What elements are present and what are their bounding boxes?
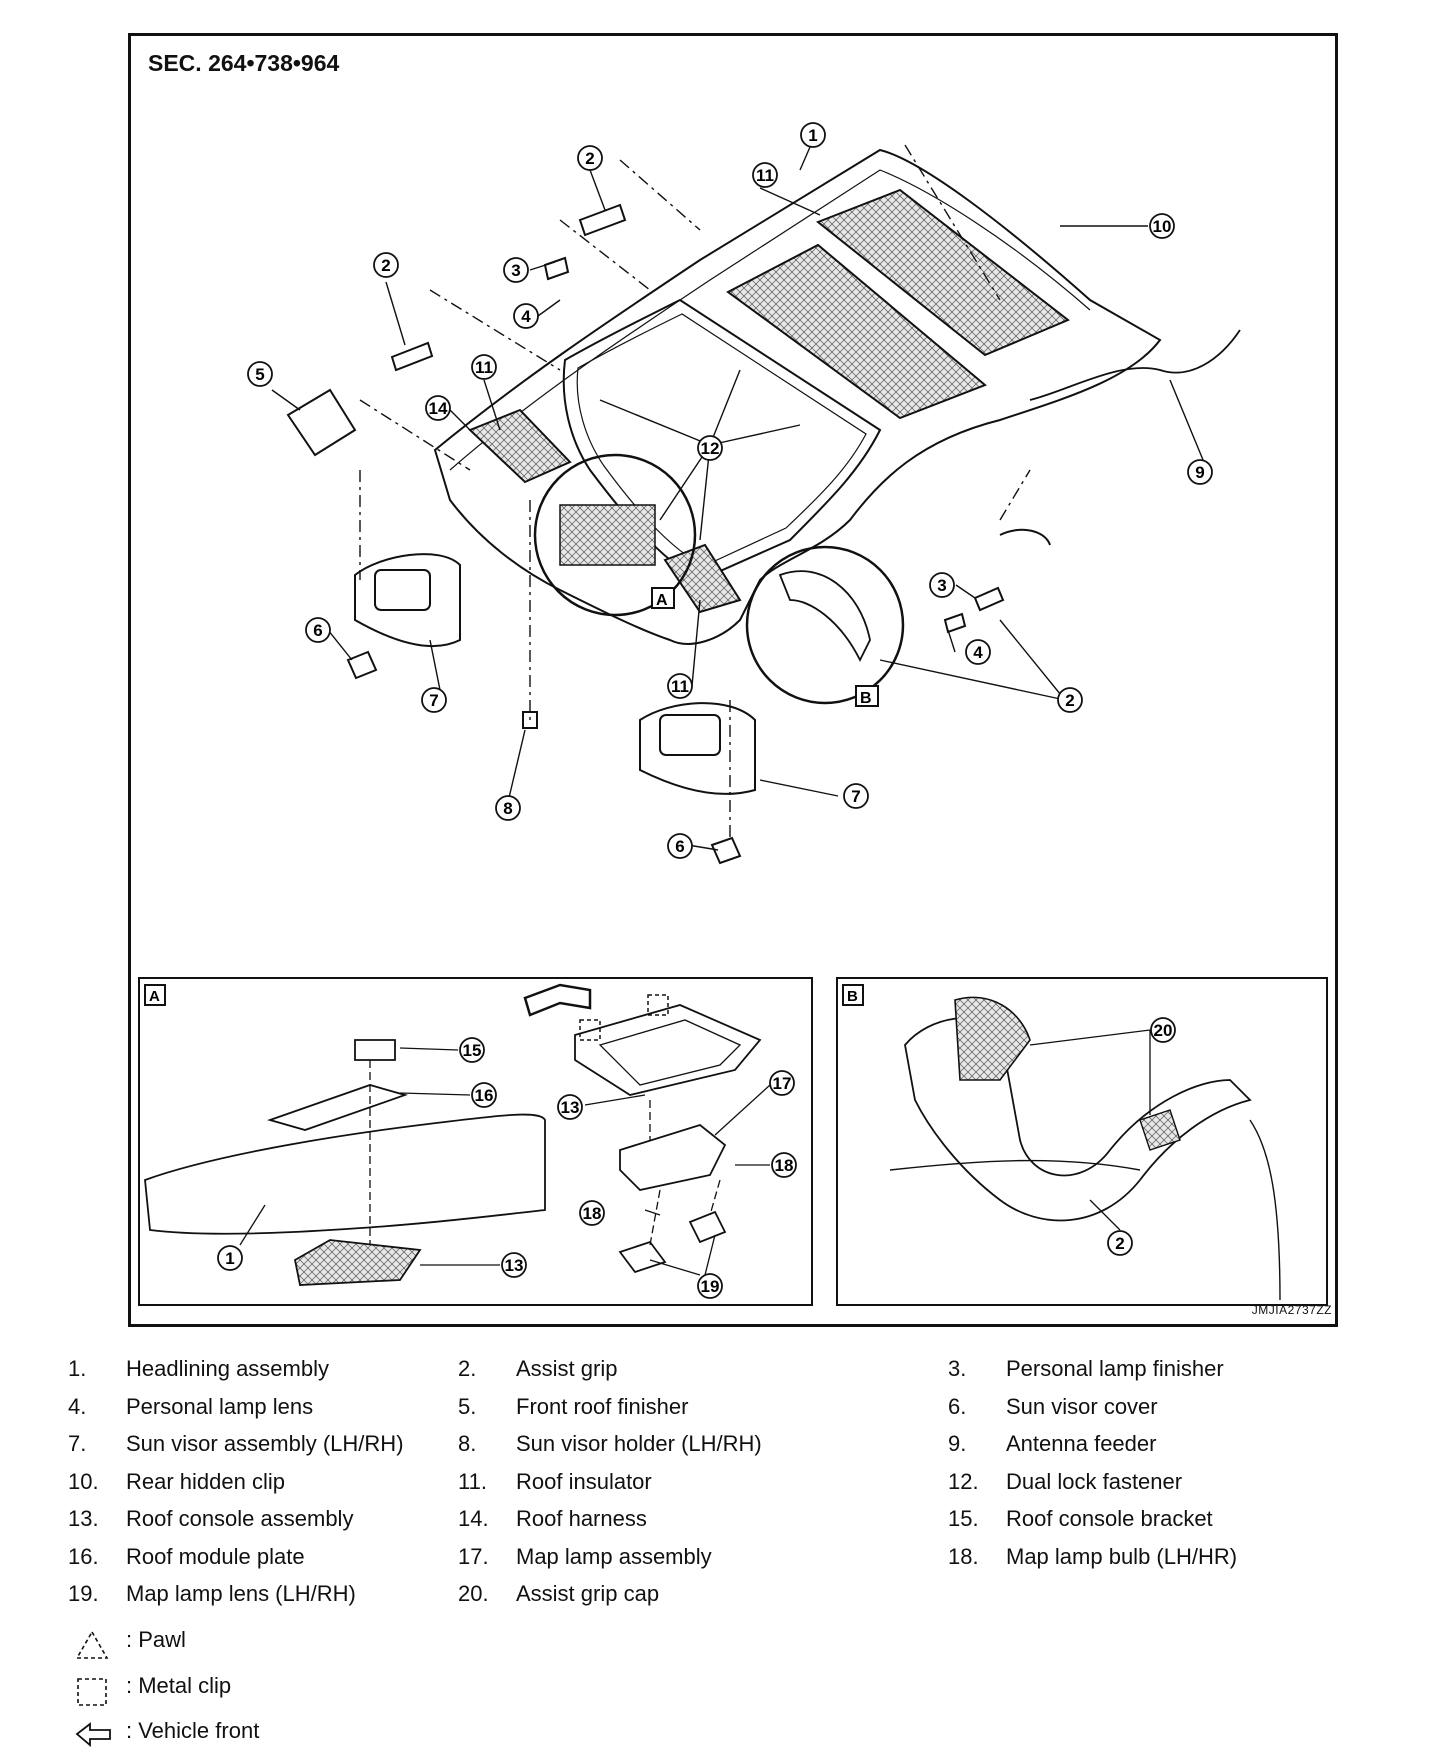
svg-text:3: 3 [511, 261, 520, 280]
callout-17: 17 [769, 1070, 795, 1096]
svg-text:5: 5 [255, 365, 264, 384]
callout-13-lower: 13 [501, 1252, 527, 1278]
inset-a [138, 977, 813, 1306]
callout-11-left: 11 [471, 354, 497, 380]
detail-circle-b [745, 545, 905, 707]
diagram-frame [128, 33, 1338, 1327]
callout-3-left: 3 [503, 257, 529, 283]
svg-text:13: 13 [561, 1098, 580, 1117]
legend-row: 13.Roof console assembly 14.Roof harness… [68, 1506, 1213, 1531]
callouts-main: 1 2 11 10 3 4 2 5 11 14 12 9 6 7 11 3 4 … [247, 122, 1213, 859]
callout-4-right: 4 [965, 639, 991, 665]
svg-text:16: 16 [475, 1086, 494, 1105]
callout-14: 14 [425, 395, 451, 421]
svg-text:7: 7 [851, 787, 860, 806]
legend-row: 16.Roof module plate 17.Map lamp assembl… [68, 1543, 1238, 1569]
roof-insulator-pads [468, 188, 1070, 614]
callout-6-left: 6 [305, 617, 331, 643]
callout-1-inset: 1 [217, 1245, 243, 1271]
pawl-triangle-icon [75, 1630, 109, 1659]
svg-text:8: 8 [503, 799, 512, 818]
antenna-feeder-wire [1029, 329, 1241, 401]
svg-text:20: 20 [1154, 1021, 1173, 1040]
headlining-assembly [433, 148, 1162, 645]
callout-7-left: 7 [421, 687, 447, 713]
svg-text:3: 3 [937, 576, 946, 595]
svg-text:14: 14 [429, 399, 448, 418]
svg-text:2: 2 [381, 256, 390, 275]
svg-text:2: 2 [585, 149, 594, 168]
callout-2-inset: 2 [1107, 1230, 1133, 1256]
small-parts [346, 203, 1051, 865]
svg-text:12: 12 [701, 439, 720, 458]
front-roof-finisher-part [286, 388, 357, 457]
svg-text:1: 1 [225, 1249, 234, 1268]
svg-text:13: 13 [505, 1256, 524, 1275]
callout-13-upper: 13 [557, 1094, 583, 1120]
callout-11-top: 11 [752, 162, 778, 188]
circle-b-label: B [860, 690, 872, 707]
svg-text:4: 4 [521, 307, 531, 326]
callout-2-top: 2 [577, 145, 603, 171]
callouts-inset-a: 15 16 1 13 13 17 18 18 19 [217, 1037, 797, 1299]
legend-row: 10.Rear hidden clip 11.Roof insulator 12… [68, 1468, 1183, 1494]
callout-20: 20 [1150, 1017, 1176, 1043]
legend-row: 1.Headlining assembly 2.Assist grip 3.Pe… [68, 1356, 1224, 1381]
inset-a-label: A [149, 988, 160, 1005]
svg-text:15: 15 [463, 1041, 482, 1060]
svg-text:9: 9 [1195, 463, 1204, 482]
svg-text:4: 4 [973, 643, 983, 662]
svg-text:11: 11 [475, 358, 493, 377]
parts-legend: 1.Headlining assembly 2.Assist grip 3.Pe… [68, 1356, 1388, 1619]
svg-text:2: 2 [1065, 691, 1074, 710]
inset-b-label: B [847, 988, 858, 1005]
svg-text:1: 1 [808, 126, 817, 145]
vehicle-front-arrow-icon [75, 1722, 111, 1747]
callout-leaders [271, 146, 1209, 851]
metal-clip-square-icon [77, 1678, 107, 1706]
svg-text:18: 18 [775, 1156, 794, 1175]
svg-text:6: 6 [313, 621, 322, 640]
circle-a-label: A [656, 592, 668, 609]
svg-text:17: 17 [773, 1074, 792, 1093]
legend-row: 7.Sun visor assembly (LH/RH) 8.Sun visor… [68, 1431, 1157, 1456]
assembly-guide-lines [359, 144, 1031, 840]
inset-b [836, 977, 1328, 1306]
svg-text:10: 10 [1153, 217, 1172, 236]
svg-text:11: 11 [756, 166, 774, 185]
legend-row: 4.Personal lamp lens 5.Front roof finish… [68, 1393, 1158, 1419]
svg-text:19: 19 [701, 1277, 720, 1296]
callout-8: 8 [495, 795, 521, 821]
callout-7-right: 7 [843, 783, 869, 809]
callout-2-right: 2 [1057, 687, 1083, 713]
callout-4-left: 4 [513, 303, 539, 329]
legend-row: 19.Map lamp lens (LH/RH) 20.Assist grip … [68, 1581, 660, 1606]
callout-15: 15 [459, 1037, 485, 1063]
section-code: SEC. 264•738•964 [148, 50, 340, 76]
callout-2-left: 2 [373, 252, 399, 278]
callout-18-left: 18 [579, 1200, 605, 1226]
svg-text:18: 18 [583, 1204, 602, 1223]
callout-1: 1 [800, 122, 826, 148]
callout-18-right: 18 [771, 1152, 797, 1178]
callout-11-bottom: 11 [667, 673, 693, 699]
callout-12: 12 [697, 435, 723, 461]
callout-19: 19 [697, 1273, 723, 1299]
callout-10: 10 [1149, 213, 1175, 239]
svg-text:7: 7 [429, 691, 438, 710]
callout-5: 5 [247, 361, 273, 387]
detail-circle-a [533, 453, 697, 617]
callout-6-right: 6 [667, 833, 693, 859]
svg-text:2: 2 [1115, 1234, 1124, 1253]
figure-code: JMJIA2737ZZ [1251, 1303, 1332, 1317]
callout-16: 16 [471, 1082, 497, 1108]
callouts-inset-b: 20 2 [1107, 1017, 1176, 1256]
svg-text:6: 6 [675, 837, 684, 856]
callout-9: 9 [1187, 459, 1213, 485]
sun-visor-assemblies [354, 553, 756, 795]
callout-3-right: 3 [929, 572, 955, 598]
svg-text:11: 11 [671, 677, 689, 696]
